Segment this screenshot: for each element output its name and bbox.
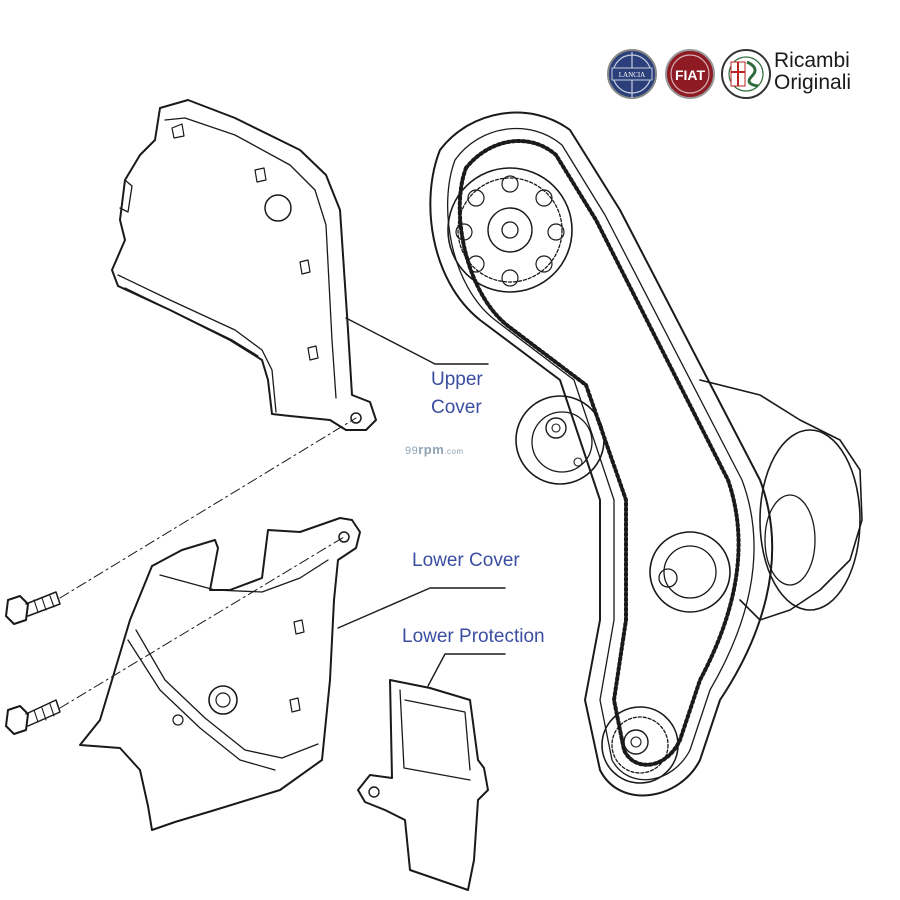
upper-cover-part <box>111 99 377 431</box>
brand-title-line2: Originali <box>774 71 852 94</box>
watermark-main: rpm <box>418 442 445 457</box>
lower-bolt <box>5 699 61 735</box>
lower-protection-label: Lower Protection <box>402 626 545 647</box>
watermark-suffix: .com <box>444 447 464 456</box>
lower-cover-leader <box>337 587 506 629</box>
watermark: 99rpm.com <box>405 442 464 457</box>
brand-title-line1: Ricambi <box>774 49 850 72</box>
assembly-lines <box>59 417 357 709</box>
lancia-logo: LANCIA <box>607 49 657 99</box>
upper-cover-leader <box>345 317 489 365</box>
fiat-logo-text: FIAT <box>675 67 706 83</box>
leader-lines <box>337 317 506 687</box>
upper-cover-label-line2: Cover <box>431 397 482 418</box>
upper-cover-label-line1: Upper <box>431 369 483 390</box>
upper-bolt <box>5 591 61 625</box>
lancia-logo-text: LANCIA <box>619 71 645 79</box>
fiat-logo: FIAT <box>665 49 715 99</box>
alfa-romeo-logo <box>721 49 771 99</box>
lower-cover-label: Lower Cover <box>412 550 520 571</box>
watermark-prefix: 99 <box>405 445 419 457</box>
lower-protection-part <box>357 679 489 891</box>
lower-cover-part <box>79 517 361 831</box>
brand-title: Ricambi Originali <box>774 50 851 94</box>
lower-protection-leader <box>427 653 506 687</box>
timing-belt-assembly <box>429 111 863 797</box>
